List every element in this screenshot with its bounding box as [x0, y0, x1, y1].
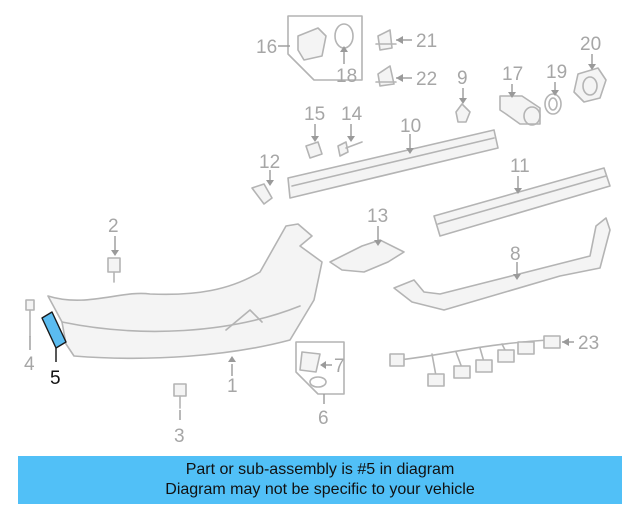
callout-17: 17	[502, 64, 523, 85]
callout-4: 4	[24, 354, 35, 375]
callout-20: 20	[580, 34, 601, 55]
part-12-bolt	[251, 183, 273, 205]
part-10-reinforcement	[287, 129, 499, 199]
callout-1: 1	[227, 376, 238, 397]
callout-19: 19	[546, 62, 567, 83]
callout-9: 9	[457, 68, 468, 89]
callout-18: 18	[336, 66, 357, 87]
part-8-valance	[393, 217, 611, 311]
callout-8: 8	[510, 244, 521, 265]
callout-16: 16	[256, 37, 277, 58]
callout-21: 21	[416, 31, 437, 52]
callout-22: 22	[416, 69, 437, 90]
callout-23: 23	[578, 333, 599, 354]
part-17-sensor	[499, 95, 541, 126]
part-14-bolt	[337, 141, 363, 157]
part-5-highlighted	[41, 311, 67, 349]
callout-15: 15	[304, 104, 325, 125]
part-11-absorber	[433, 167, 611, 237]
part-4-screw	[25, 299, 35, 337]
callout-7: 7	[334, 356, 345, 377]
callout-3: 3	[174, 426, 185, 447]
callout-5: 5	[50, 368, 61, 389]
part-22-clip	[375, 65, 397, 87]
parts-diagram: 16 18 21 22 9 17 19 20	[24, 15, 611, 447]
part-3-screw	[173, 383, 187, 409]
callout-14: 14	[341, 104, 363, 125]
callout-2: 2	[108, 216, 119, 237]
part-19-ring	[544, 93, 562, 115]
callout-12: 12	[259, 152, 280, 173]
callout-10: 10	[400, 116, 421, 137]
part-9-clip	[455, 103, 471, 123]
part-16-clip-kit	[287, 15, 363, 81]
part-2-screw	[107, 257, 121, 283]
callout-6: 6	[318, 408, 329, 429]
banner-line-1: Part or sub-assembly is #5 in diagram	[185, 461, 455, 478]
part-23-harness	[389, 335, 561, 387]
part-20-holder	[573, 67, 607, 103]
part-15-nut	[305, 141, 323, 159]
part-1-bumper-cover	[47, 223, 323, 360]
part-13-bracket	[329, 239, 405, 273]
callout-13: 13	[367, 206, 388, 227]
part-6-clip-set	[295, 341, 345, 395]
info-banner: Part or sub-assembly is #5 in diagram Di…	[18, 456, 622, 504]
part-21-clip	[375, 29, 397, 51]
banner-line-2: Diagram may not be specific to your vehi…	[165, 481, 475, 498]
callout-11: 11	[510, 156, 530, 177]
